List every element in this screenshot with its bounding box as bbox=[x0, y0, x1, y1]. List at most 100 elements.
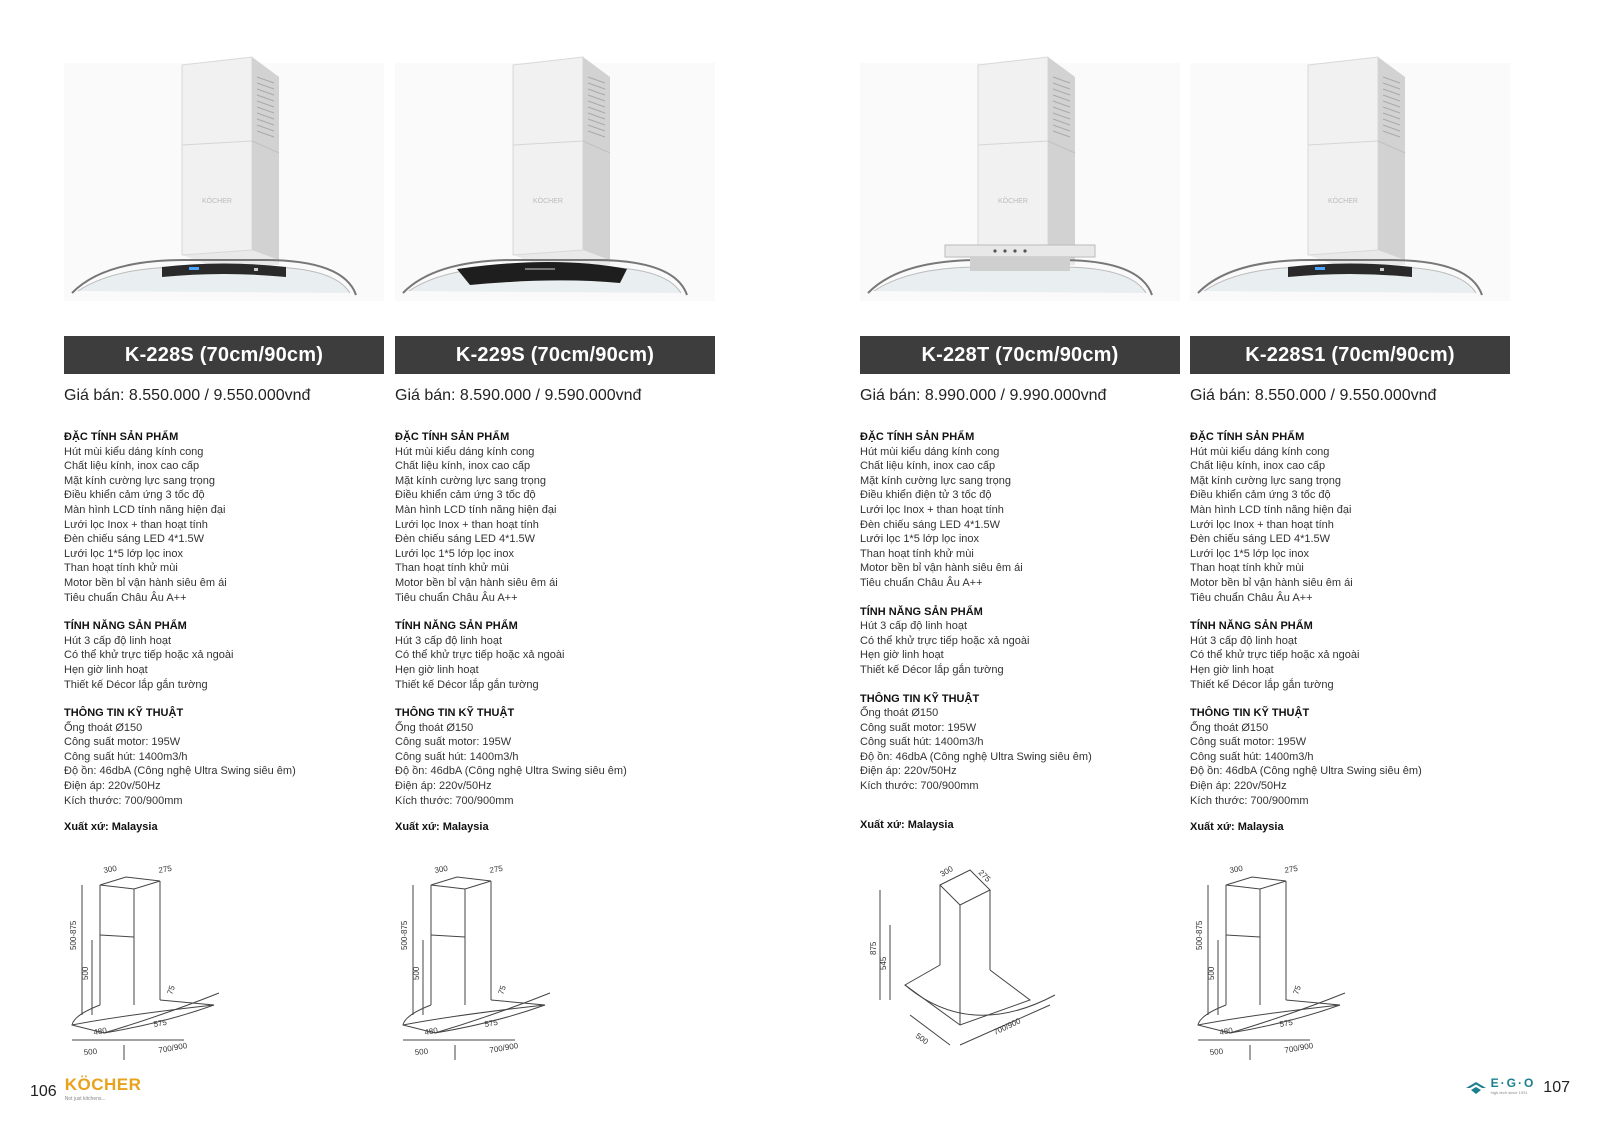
tech-heading: THÔNG TIN KỸ THUẬT bbox=[395, 707, 515, 720]
dim-d2: 575 bbox=[153, 1018, 168, 1029]
dim-d3: 500 bbox=[914, 1031, 931, 1046]
feature-item: Màn hình LCD tính năng hiện đại bbox=[1190, 503, 1352, 516]
feature-item: Lưới lọc 1*5 lớp lọc inox bbox=[860, 533, 980, 546]
dim-w2: 275 bbox=[977, 868, 993, 884]
function-item: Thiết kế Décor lắp gắn tường bbox=[1190, 678, 1334, 691]
product-photo: KÖCHER bbox=[860, 55, 1180, 305]
feature-item: Tiêu chuẩn Châu Âu A++ bbox=[395, 591, 518, 604]
origin: Xuất xứ: Malaysia bbox=[860, 818, 954, 831]
feature-item: Mặt kính cường lực sang trọng bbox=[395, 474, 546, 487]
dim-h2: 500 bbox=[1207, 966, 1216, 980]
dim-w1: 300 bbox=[939, 865, 956, 879]
function-item: Có thể khử trực tiếp hoặc xả ngoài bbox=[395, 649, 565, 662]
feature-item: Điều khiển điện tử 3 tốc độ bbox=[860, 489, 992, 502]
price: Giá bán: 8.990.000 / 9.990.000vnđ bbox=[860, 387, 1107, 404]
feature-item: Màn hình LCD tính năng hiện đại bbox=[395, 503, 557, 516]
dim-h1: 500-875 bbox=[400, 920, 409, 950]
feature-item: Mặt kính cường lực sang trọng bbox=[64, 474, 215, 487]
dim-h1: 500-875 bbox=[1195, 920, 1204, 950]
svg-text:KÖCHER: KÖCHER bbox=[202, 197, 232, 205]
page-number-right: 107 bbox=[1543, 1079, 1570, 1096]
dim-d3: 500 bbox=[83, 1047, 98, 1057]
dim-w2: 275 bbox=[158, 865, 173, 875]
range-hood-photo: KÖCHER bbox=[64, 56, 384, 301]
feature-item: Tiêu chuẩn Châu Âu A++ bbox=[1190, 591, 1313, 604]
feature-item: Điều khiển cảm ứng 3 tốc độ bbox=[395, 489, 536, 502]
tech-item: Kích thước: 700/900mm bbox=[395, 794, 514, 807]
tech-item: Ống thoát Ø150 bbox=[395, 721, 474, 734]
feature-item: Hút mùi kiểu dáng kính cong bbox=[860, 445, 1000, 458]
ego-logo-icon bbox=[1465, 1082, 1486, 1094]
tech-item: Ống thoát Ø150 bbox=[1190, 721, 1269, 734]
product-photo: KÖCHER bbox=[395, 55, 715, 305]
model-title: K-228S (70cm/90cm) bbox=[64, 336, 384, 374]
function-item: Hẹn giờ linh hoạt bbox=[860, 649, 944, 662]
product-photo: KÖCHER bbox=[64, 55, 384, 305]
tech-item: Độ ồn: 46dbA (Công nghệ Ultra Swing siêu… bbox=[395, 765, 627, 778]
dim-h2: 545 bbox=[879, 956, 888, 970]
tech-heading: THÔNG TIN KỸ THUẬT bbox=[64, 707, 184, 720]
dim-d1: 480 bbox=[424, 1026, 439, 1037]
svg-text:KÖCHER: KÖCHER bbox=[998, 197, 1028, 205]
feature-item: Tiêu chuẩn Châu Âu A++ bbox=[64, 591, 187, 604]
feature-item: Than hoạt tính khử mùi bbox=[1190, 562, 1304, 575]
dim-h3: 75 bbox=[165, 984, 177, 996]
feature-item: Lưới lọc Inox + than hoạt tính bbox=[395, 518, 539, 531]
function-item: Hẹn giờ linh hoạt bbox=[64, 663, 148, 676]
tech-item: Độ ồn: 46dbA (Công nghệ Ultra Swing siêu… bbox=[64, 765, 296, 778]
model-title: K-228S1 (70cm/90cm) bbox=[1190, 336, 1510, 374]
feature-item: Lưới lọc 1*5 lớp lọc inox bbox=[1190, 547, 1310, 560]
function-item: Thiết kế Décor lắp gắn tường bbox=[64, 678, 208, 691]
function-item: Hút 3 cấp độ linh hoạt bbox=[1190, 634, 1298, 647]
feature-item: Lưới lọc 1*5 lớp lọc inox bbox=[395, 547, 515, 560]
dim-w2: 275 bbox=[489, 865, 504, 875]
tech-heading: THÔNG TIN KỸ THUẬT bbox=[860, 692, 980, 705]
feature-item: Đèn chiếu sáng LED 4*1.5W bbox=[395, 533, 536, 546]
function-item: Có thể khử trực tiếp hoặc xả ngoài bbox=[64, 649, 234, 662]
function-item: Hẹn giờ linh hoạt bbox=[1190, 663, 1274, 676]
dim-h2: 500 bbox=[412, 966, 421, 980]
function-item: Thiết kế Décor lắp gắn tường bbox=[860, 663, 1004, 676]
range-hood-photo: KÖCHER bbox=[860, 56, 1180, 301]
feature-item: Tiêu chuẩn Châu Âu A++ bbox=[860, 576, 983, 589]
dim-w2: 275 bbox=[1284, 865, 1299, 875]
dim-d2: 575 bbox=[484, 1018, 499, 1029]
dim-h1: 500-875 bbox=[69, 920, 78, 950]
origin: Xuất xứ: Malaysia bbox=[1190, 821, 1284, 834]
feature-item: Chất liệu kính, inox cao cấp bbox=[1190, 460, 1326, 473]
model-title: K-229S (70cm/90cm) bbox=[395, 336, 715, 374]
dim-w1: 300 bbox=[1229, 865, 1244, 875]
features-heading: ĐẶC TÍNH SẢN PHẨM bbox=[1190, 431, 1305, 443]
dim-d1: 480 bbox=[1219, 1026, 1234, 1037]
dim-h2: 500 bbox=[81, 966, 90, 980]
dim-d2: 575 bbox=[1279, 1018, 1294, 1029]
range-hood-photo: KÖCHER bbox=[1190, 56, 1510, 301]
dim-w1: 300 bbox=[103, 865, 118, 875]
tech-item: Công suất hút: 1400m3/h bbox=[64, 750, 188, 763]
function-item: Có thể khử trực tiếp hoặc xả ngoài bbox=[1190, 649, 1360, 662]
feature-item: Lưới lọc 1*5 lớp lọc inox bbox=[64, 547, 184, 560]
dim-d4: 700/900 bbox=[489, 1041, 520, 1055]
dim-h1: 875 bbox=[869, 941, 878, 955]
feature-item: Than hoạt tính khử mùi bbox=[64, 562, 178, 575]
features-heading: ĐẶC TÍNH SẢN PHẨM bbox=[64, 431, 179, 443]
dim-d3: 500 bbox=[414, 1047, 429, 1057]
tech-item: Điện áp: 220v/50Hz bbox=[1190, 780, 1287, 793]
tech-item: Công suất motor: 195W bbox=[395, 736, 512, 749]
function-item: Hút 3 cấp độ linh hoạt bbox=[64, 634, 172, 647]
feature-item: Đèn chiếu sáng LED 4*1.5W bbox=[1190, 533, 1331, 546]
tech-item: Điện áp: 220v/50Hz bbox=[64, 780, 161, 793]
function-item: Có thể khử trực tiếp hoặc xả ngoài bbox=[860, 634, 1030, 647]
tech-item: Kích thước: 700/900mm bbox=[1190, 794, 1309, 807]
functions-heading: TÍNH NĂNG SẢN PHẨM bbox=[64, 620, 187, 633]
